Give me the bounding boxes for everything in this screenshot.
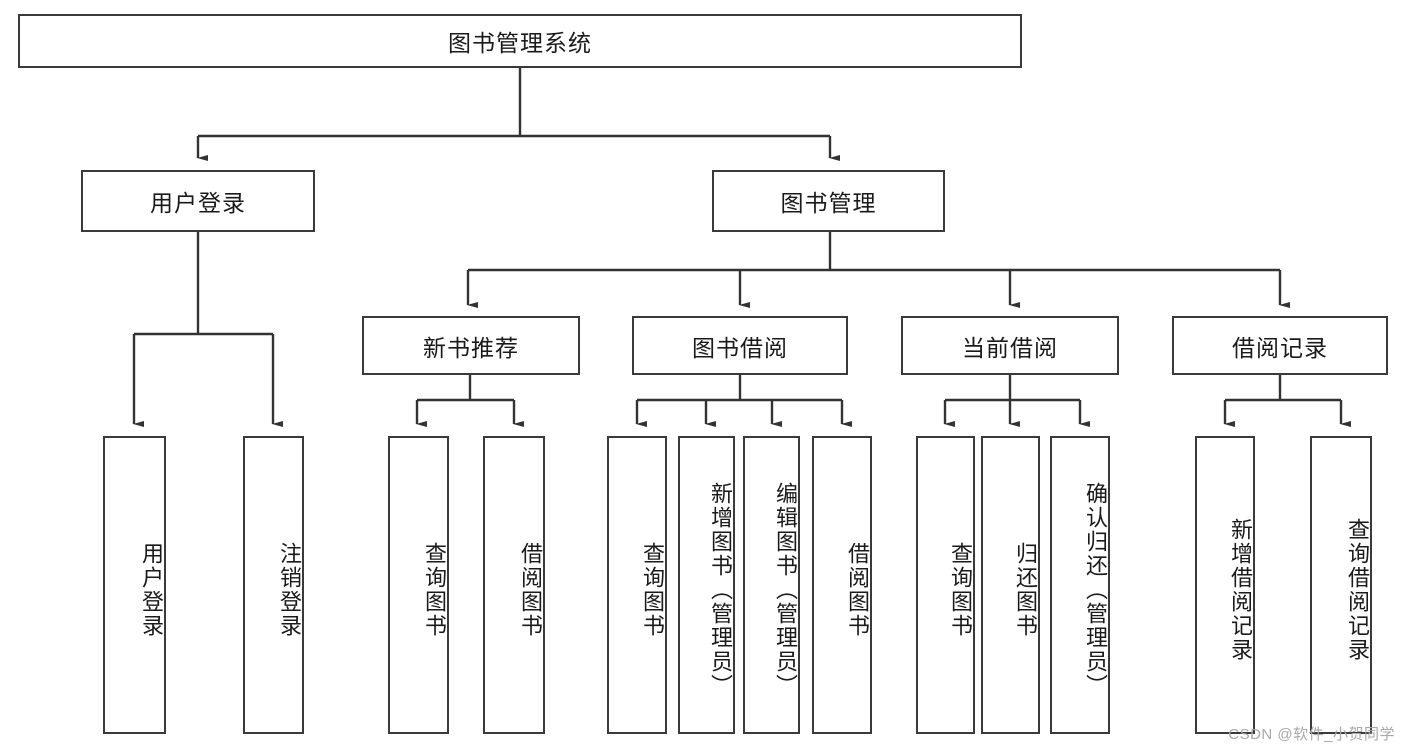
node-label: 借阅图书 xyxy=(845,542,870,638)
leaf-recommend-borrow-book[interactable]: 借阅图书 xyxy=(483,436,545,734)
leaf-borrow-edit-book-admin[interactable]: 编辑图书（管理员） xyxy=(743,436,800,734)
node-label: 借阅图书 xyxy=(518,542,543,638)
node-label: 查询图书 xyxy=(948,542,973,638)
node-book-management[interactable]: 图书管理 xyxy=(712,170,945,232)
node-label: 用户登录 xyxy=(139,542,164,638)
node-new-book-recommend[interactable]: 新书推荐 xyxy=(362,316,580,375)
node-label: 新增借阅记录 xyxy=(1228,518,1253,662)
leaf-record-add-record[interactable]: 新增借阅记录 xyxy=(1195,436,1255,734)
node-user-login[interactable]: 用户登录 xyxy=(81,170,315,232)
node-label: 归还图书 xyxy=(1013,542,1038,638)
node-label: 图书管理系统 xyxy=(448,30,592,56)
node-label: 图书借阅 xyxy=(692,334,788,361)
leaf-recommend-query-book[interactable]: 查询图书 xyxy=(388,436,449,734)
leaf-borrow-query-book[interactable]: 查询图书 xyxy=(607,436,667,734)
node-label: 用户登录 xyxy=(150,190,246,216)
node-label: 借阅记录 xyxy=(1232,334,1328,361)
node-label: 查询借阅记录 xyxy=(1345,518,1370,662)
node-label: 新增图书（管理员） xyxy=(708,482,733,698)
node-label: 查询图书 xyxy=(640,542,665,638)
node-label: 当前借阅 xyxy=(962,334,1058,361)
leaf-record-query-record[interactable]: 查询借阅记录 xyxy=(1310,436,1372,734)
node-label: 编辑图书（管理员） xyxy=(773,482,798,698)
node-borrow-record[interactable]: 借阅记录 xyxy=(1172,316,1388,375)
node-label: 注销登录 xyxy=(277,542,302,638)
node-label: 图书管理 xyxy=(780,190,877,216)
leaf-current-confirm-return-admin[interactable]: 确认归还（管理员） xyxy=(1050,436,1110,734)
leaf-current-query-book[interactable]: 查询图书 xyxy=(916,436,975,734)
node-root[interactable]: 图书管理系统 xyxy=(18,14,1022,68)
csdn-watermark: CSDN @软件_小贺同学 xyxy=(1228,726,1395,743)
node-label: 新书推荐 xyxy=(423,334,519,361)
leaf-borrow-add-book-admin[interactable]: 新增图书（管理员） xyxy=(678,436,735,734)
leaf-user-login-signout[interactable]: 注销登录 xyxy=(243,436,304,734)
node-book-borrow[interactable]: 图书借阅 xyxy=(632,316,848,375)
node-label: 查询图书 xyxy=(422,542,447,638)
leaf-borrow-borrow-book[interactable]: 借阅图书 xyxy=(812,436,872,734)
node-current-borrow[interactable]: 当前借阅 xyxy=(901,316,1119,375)
node-label: 确认归还（管理员） xyxy=(1083,482,1108,698)
leaf-current-return-book[interactable]: 归还图书 xyxy=(981,436,1040,734)
leaf-user-login-signin[interactable]: 用户登录 xyxy=(103,436,166,734)
